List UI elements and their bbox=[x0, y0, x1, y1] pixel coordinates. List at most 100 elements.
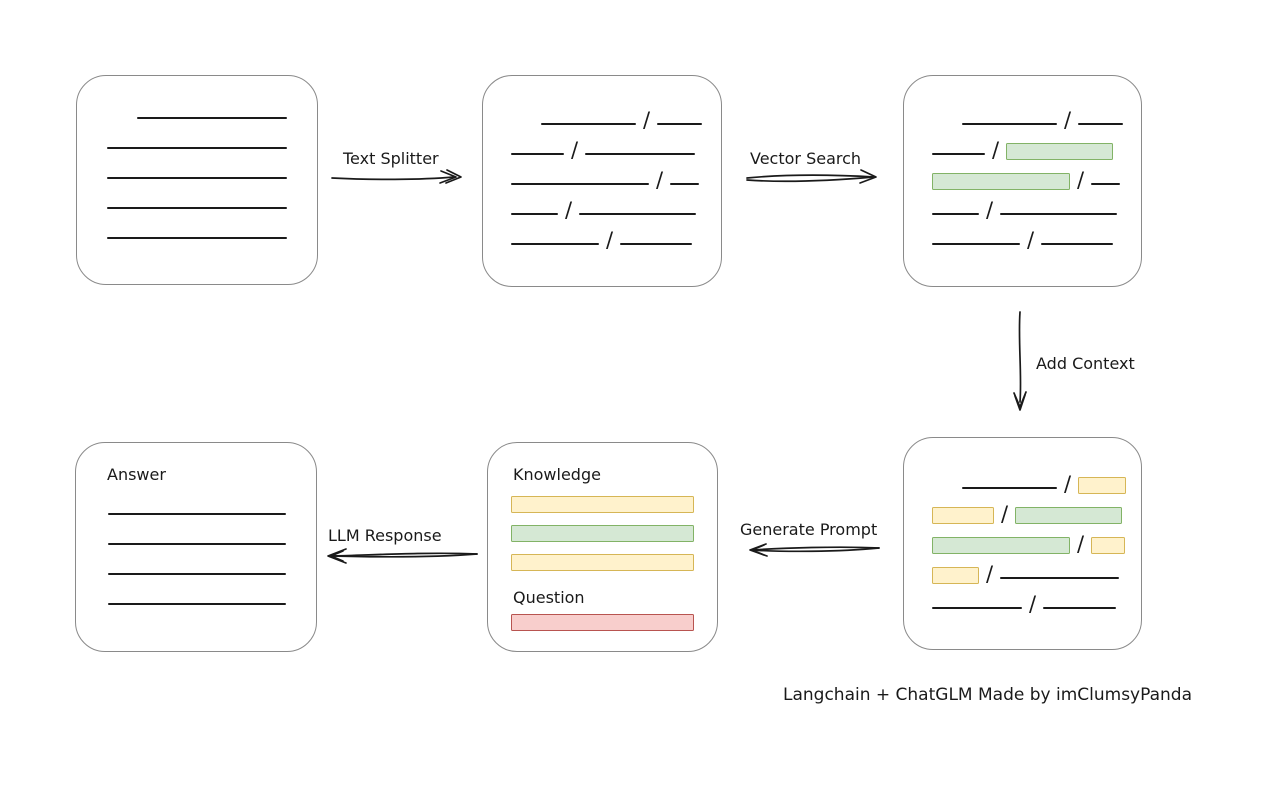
chunk-row: / bbox=[904, 492, 1141, 526]
generate-prompt-arrow-icon bbox=[749, 543, 880, 557]
source-document-box bbox=[76, 75, 318, 285]
chunk-row: / bbox=[904, 522, 1141, 556]
chunk-lines: ///// bbox=[904, 98, 1141, 252]
text-line bbox=[962, 487, 1057, 489]
yellow-highlight-chunk bbox=[932, 507, 994, 524]
chunk-row: / bbox=[904, 158, 1141, 192]
text-line bbox=[1041, 243, 1114, 245]
chunk-separator-slash: / bbox=[1001, 502, 1009, 526]
chunk-separator-slash: / bbox=[986, 562, 994, 586]
chunk-separator-slash: / bbox=[986, 198, 994, 222]
generate-prompt-label: Generate Prompt bbox=[740, 520, 878, 539]
chunk-separator-slash: / bbox=[1027, 228, 1035, 252]
text-line bbox=[620, 243, 693, 245]
text-line bbox=[107, 177, 287, 179]
chunk-separator-slash: / bbox=[1064, 472, 1072, 496]
chunk-row: / bbox=[483, 98, 721, 132]
chunk-row: / bbox=[483, 218, 721, 252]
yellow-bar bbox=[511, 554, 694, 571]
chunk-row: / bbox=[904, 188, 1141, 222]
chunk-lines: / / / / / bbox=[904, 462, 1141, 616]
green-highlight-chunk bbox=[1015, 507, 1123, 524]
text-line bbox=[108, 513, 286, 515]
text-line bbox=[1000, 577, 1120, 579]
prompt-box: Knowledge Question bbox=[487, 442, 718, 652]
chunk-row bbox=[76, 488, 316, 518]
chunk-separator-slash: / bbox=[656, 168, 664, 192]
add-context-label: Add Context bbox=[1036, 354, 1135, 373]
chunk-row bbox=[77, 122, 317, 152]
chunk-separator-slash: / bbox=[1077, 532, 1085, 556]
text-line bbox=[511, 213, 558, 215]
answer-box: Answer bbox=[75, 442, 317, 652]
text-line bbox=[670, 183, 700, 185]
knowledge-label: Knowledge bbox=[513, 465, 601, 484]
text-line bbox=[108, 573, 286, 575]
text-line bbox=[107, 237, 287, 239]
chunk-row: / bbox=[904, 462, 1141, 496]
yellow-highlight-chunk bbox=[1078, 477, 1127, 494]
text-line bbox=[1091, 183, 1121, 185]
chunk-row bbox=[76, 578, 316, 608]
text-line bbox=[108, 543, 286, 545]
chunk-row bbox=[76, 548, 316, 578]
text-line bbox=[1000, 213, 1118, 215]
green-highlight-chunk bbox=[932, 537, 1070, 554]
text-line bbox=[657, 123, 703, 125]
text-line bbox=[932, 153, 985, 155]
red-bar bbox=[511, 614, 694, 631]
text-line bbox=[962, 123, 1057, 125]
chunk-separator-slash: / bbox=[565, 198, 573, 222]
text-line bbox=[511, 243, 599, 245]
text-line bbox=[108, 603, 286, 605]
chunk-separator-slash: / bbox=[571, 138, 579, 162]
answer-lines bbox=[76, 488, 316, 608]
text-splitter-label: Text Splitter bbox=[343, 149, 439, 168]
chunk-row bbox=[77, 92, 317, 122]
green-highlight-chunk bbox=[1006, 143, 1114, 160]
chunk-row: / bbox=[904, 98, 1141, 132]
vector-search-label: Vector Search bbox=[750, 149, 862, 168]
text-line bbox=[579, 213, 697, 215]
text-line bbox=[932, 243, 1020, 245]
answer-label: Answer bbox=[107, 465, 166, 484]
green-bar bbox=[511, 525, 694, 542]
text-line bbox=[511, 183, 649, 185]
yellow-highlight-chunk bbox=[932, 567, 979, 584]
llm-response-label: LLM Response bbox=[328, 526, 442, 545]
chunk-separator-slash: / bbox=[643, 108, 651, 132]
chunk-row: / bbox=[483, 188, 721, 222]
yellow-bar bbox=[511, 496, 694, 513]
chunk-separator-slash: / bbox=[1077, 168, 1085, 192]
chunk-row: / bbox=[904, 128, 1141, 161]
vector-search-arrow-icon bbox=[746, 169, 877, 184]
chunk-row: / bbox=[483, 128, 721, 162]
chunk-row: / bbox=[904, 582, 1141, 616]
text-line bbox=[932, 213, 979, 215]
chunk-separator-slash: / bbox=[1029, 592, 1037, 616]
text-line bbox=[107, 207, 287, 209]
text-line bbox=[511, 153, 564, 155]
text-line bbox=[107, 147, 287, 149]
text-splitter-arrow-icon bbox=[331, 169, 462, 184]
yellow-highlight-chunk bbox=[1091, 537, 1126, 554]
text-line bbox=[932, 607, 1022, 609]
text-line bbox=[1043, 607, 1117, 609]
chunk-separator-slash: / bbox=[1064, 108, 1072, 132]
diagram-caption: Langchain + ChatGLM Made by imClumsyPand… bbox=[783, 685, 1192, 705]
chunk-separator-slash: / bbox=[606, 228, 614, 252]
chunk-lines: / / / / / bbox=[483, 98, 721, 252]
chunk-row bbox=[77, 182, 317, 212]
green-highlight-chunk bbox=[932, 173, 1070, 190]
document-lines bbox=[77, 92, 317, 242]
chunk-row bbox=[77, 212, 317, 242]
chunk-row bbox=[77, 152, 317, 182]
chunk-row: / bbox=[904, 218, 1141, 252]
vector-matched-chunks-box: ///// bbox=[903, 75, 1142, 287]
question-label: Question bbox=[513, 588, 585, 607]
context-chunks-box: / / / / / bbox=[903, 437, 1142, 650]
text-line bbox=[137, 117, 287, 119]
chunk-row bbox=[76, 518, 316, 548]
question-bars bbox=[511, 614, 717, 631]
